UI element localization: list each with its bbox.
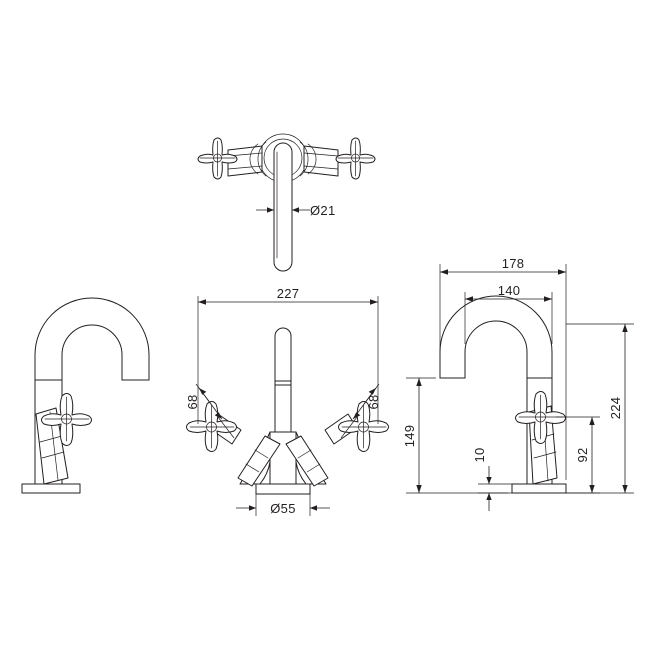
right-view-cross-ribs <box>518 394 564 440</box>
dim-d10-arrow-bottom <box>486 493 492 500</box>
dim-d92-label: 92 <box>575 447 590 462</box>
dim-d21-arrow-left <box>267 207 274 213</box>
dim-d68-right-label: 68 <box>366 394 381 409</box>
front-view-left-arm-bands <box>245 449 269 473</box>
left-view-handle-stem <box>35 407 69 485</box>
left-view-handle-stem-bands <box>39 435 65 459</box>
dim-d55: Ø55 <box>236 494 330 516</box>
dim-d68-right: 68 <box>340 383 381 439</box>
dim-d140-arrow-right <box>544 296 552 302</box>
front-view-right-cross-handle <box>338 401 389 452</box>
front-view-left-cross-handle <box>186 401 237 452</box>
dim-d178-label: 178 <box>502 256 525 271</box>
dim-d149-label: 149 <box>402 425 417 448</box>
dim-d21-label: Ø21 <box>310 203 335 218</box>
front-view-left-cross-hub <box>206 421 217 433</box>
left-view-cross-ribs <box>44 396 90 442</box>
dim-d227-label: 227 <box>277 286 300 301</box>
right-view-base-plate <box>511 483 567 494</box>
top-view-right-cross-hub <box>351 153 360 163</box>
left-side-view <box>21 297 150 494</box>
dim-d68-left: 68 <box>185 383 235 439</box>
top-view-left-cross-hub <box>213 153 222 163</box>
dim-d178-arrow-left <box>440 269 448 275</box>
dim-d149-arrow-top <box>416 378 422 386</box>
front-view-base-plate <box>255 483 311 495</box>
dim-d10: 10 <box>472 447 512 511</box>
dim-d224: 224 <box>566 323 634 494</box>
dim-d68-right-arrow1 <box>368 388 376 395</box>
top-view-left-cross-handle <box>197 137 238 180</box>
dim-d68-right-arrow2 <box>353 412 361 419</box>
top-view-spout <box>273 142 293 272</box>
dim-d68-left-ext2 <box>217 416 235 439</box>
dim-d227: 227 <box>197 286 379 424</box>
right-side-view: 178 140 224 149 <box>402 256 634 511</box>
front-view-right-arm-bands <box>297 449 321 473</box>
dim-d92-arrow-top <box>589 417 595 425</box>
right-view-spout-outer <box>439 295 553 379</box>
dim-d140: 140 <box>464 283 553 344</box>
top-view-right-cross-ribs <box>337 140 374 177</box>
dim-d21: Ø21 <box>256 200 335 222</box>
dim-d140-label: 140 <box>498 283 521 298</box>
dim-d68-left-label: 68 <box>185 394 200 409</box>
left-view-cross-hub <box>61 413 72 425</box>
top-view-right-arm <box>303 145 339 177</box>
top-view: Ø21 <box>197 133 376 272</box>
dim-d68-left-arrow2 <box>214 412 222 419</box>
left-view-cross-handle <box>41 393 92 446</box>
front-view-body <box>269 431 297 485</box>
front-view: 227 68 68 Ø55 <box>185 286 389 516</box>
top-view-left-arm-joint2 <box>249 143 259 175</box>
dim-d224-arrow-bottom <box>622 485 628 493</box>
dim-d92: 92 <box>556 416 600 494</box>
front-view-right-cross-hub <box>358 421 369 433</box>
top-view-left-cross-ribs <box>199 140 236 177</box>
dim-d178: 178 <box>439 256 567 480</box>
left-view-spout-inner <box>61 324 123 381</box>
front-view-right-arm <box>285 435 329 487</box>
dim-d21-arrow-right <box>292 207 299 213</box>
right-view-cross-hub <box>535 411 546 423</box>
right-view-cross-handle <box>515 391 566 444</box>
top-view-right-arm-joint <box>299 141 309 177</box>
dim-d227-arrow-right <box>370 299 378 305</box>
right-view-spout-inner <box>464 320 528 379</box>
dim-d224-label: 224 <box>608 397 623 420</box>
top-view-left-arm-joint <box>257 141 267 177</box>
dim-d55-label: Ø55 <box>270 501 295 516</box>
dim-d149-arrow-bottom <box>416 485 422 493</box>
front-view-spout-riser <box>274 327 292 433</box>
top-view-right-cross-handle <box>335 137 376 180</box>
dim-d68-right-ext2 <box>340 416 358 439</box>
front-view-left-cross-ribs <box>189 404 235 449</box>
top-view-right-arm-joint2 <box>307 143 317 175</box>
dim-d55-arrow-left <box>249 505 256 511</box>
dim-d227-arrow-left <box>198 299 206 305</box>
dim-d92-arrow-bottom <box>589 485 595 493</box>
dim-d178-arrow-right <box>558 269 566 275</box>
left-view-base-plate <box>21 483 81 494</box>
dim-d224-arrow-top <box>622 324 628 332</box>
left-view-spout-outer <box>34 297 150 381</box>
dim-d10-label: 10 <box>472 447 487 462</box>
dim-d149: 149 <box>402 377 508 494</box>
dim-d140-arrow-left <box>465 296 473 302</box>
dim-d55-arrow-right <box>310 505 317 511</box>
dim-d10-arrow-top <box>486 477 492 484</box>
top-view-right-arm-lines <box>303 152 339 170</box>
dim-d68-left-arrow1 <box>199 388 207 395</box>
front-view-left-arm <box>237 435 281 487</box>
